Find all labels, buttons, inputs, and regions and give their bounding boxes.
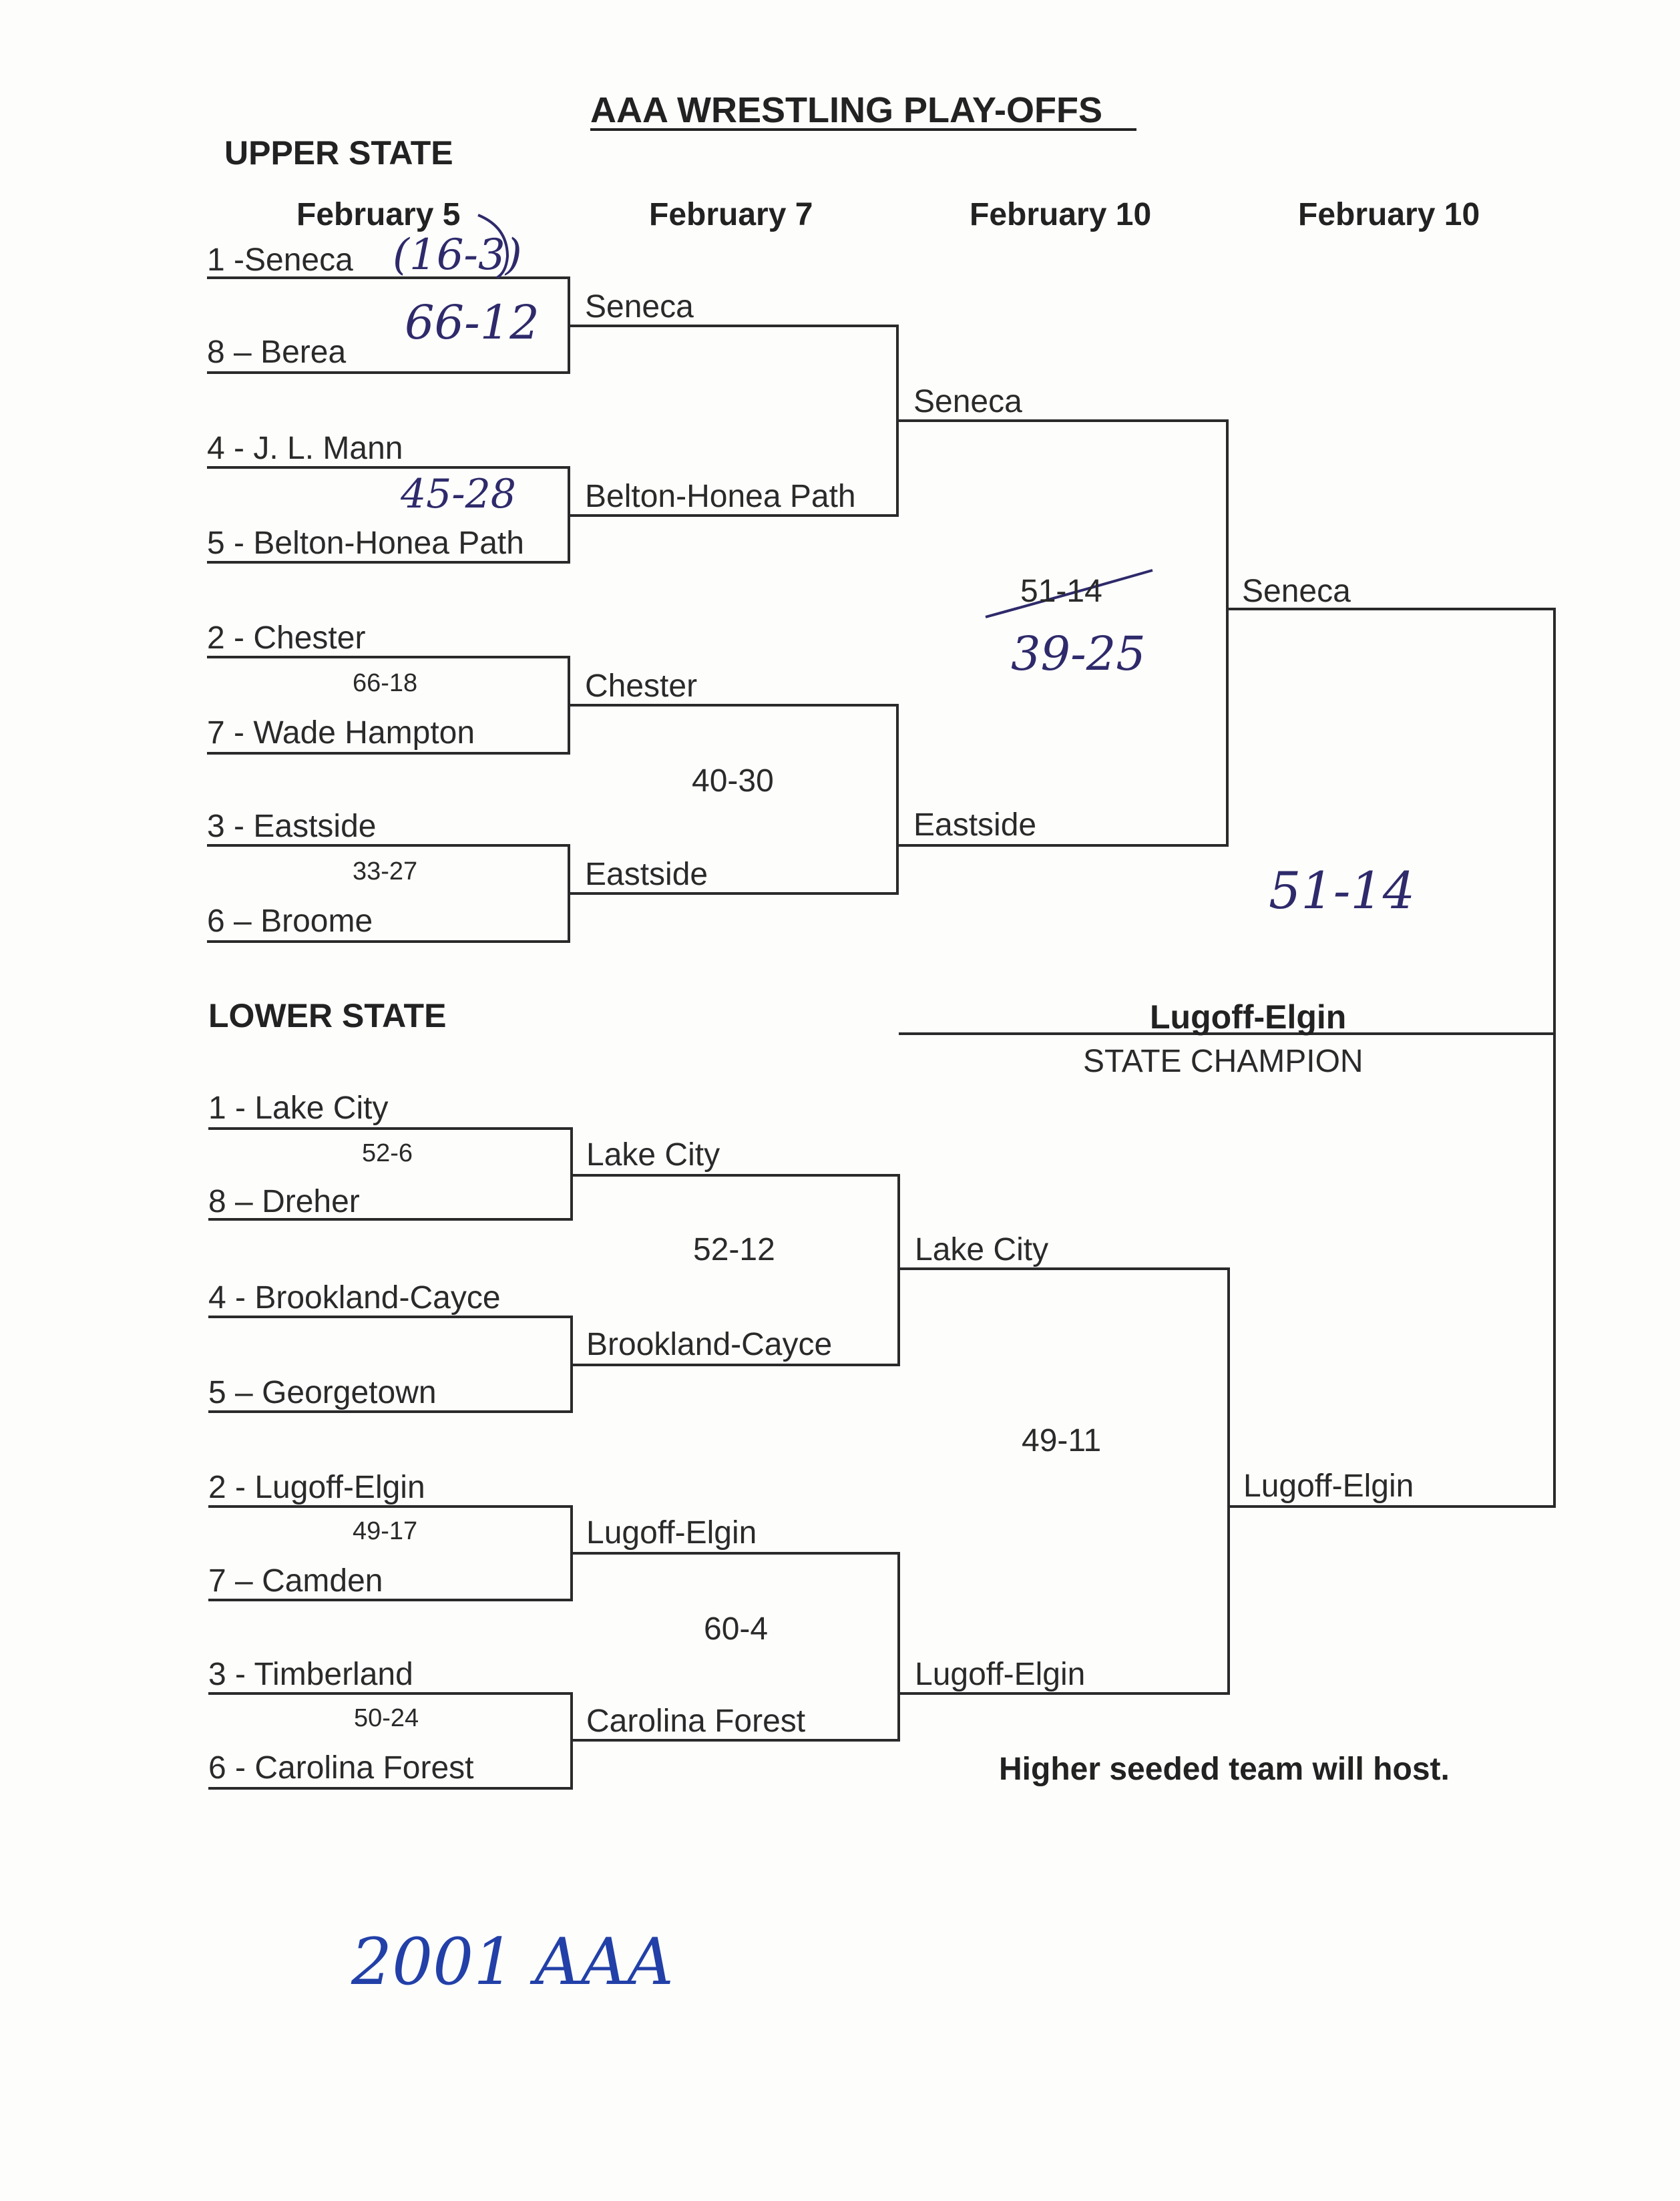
upper-sf-winner-2: Eastside xyxy=(913,807,1037,843)
lower-r2-winner-2: Brookland-Cayce xyxy=(586,1327,833,1362)
upper-r1-m1-seed-b: 8 – Berea xyxy=(207,335,347,370)
lower-r1-m3-seed-a: 2 - Lugoff-Elgin xyxy=(208,1470,425,1505)
lower-sf-score: 49-11 xyxy=(1022,1423,1102,1458)
champion-label: STATE CHAMPION xyxy=(1083,1044,1363,1079)
section-upper-state: UPPER STATE xyxy=(224,134,453,172)
upper-r1-m3-seed-a: 2 - Chester xyxy=(207,620,366,656)
upper-r1-m4-seed-a: 3 - Eastside xyxy=(207,809,377,844)
final-score: 51-14 xyxy=(1269,861,1416,920)
upper-sf-score: 39-25 xyxy=(1011,626,1146,681)
upper-sf-score-struck: 51-14 xyxy=(1020,574,1102,609)
lower-r1-m3-score: 49-17 xyxy=(353,1517,418,1545)
lower-final-winner: Lugoff-Elgin xyxy=(1243,1468,1414,1504)
lower-r2-winner-1: Lake City xyxy=(586,1137,720,1173)
section-lower-state: LOWER STATE xyxy=(208,997,447,1034)
lower-r1-m4-score: 50-24 xyxy=(354,1704,419,1732)
lower-sf-winner-1: Lake City xyxy=(915,1232,1049,1267)
lower-r2-score-2: 60-4 xyxy=(704,1611,769,1647)
lower-r1-m4-seed-b: 6 - Carolina Forest xyxy=(208,1750,474,1786)
upper-r2-winner-3: Chester xyxy=(585,668,698,704)
upper-final-winner: Seneca xyxy=(1242,574,1351,609)
lower-r1-m2-seed-b: 5 – Georgetown xyxy=(208,1375,437,1410)
lower-sf-winner-2: Lugoff-Elgin xyxy=(915,1657,1086,1692)
lower-r1-m1-score: 52-6 xyxy=(362,1139,413,1167)
upper-r1-m4-seed-b: 6 – Broome xyxy=(207,904,373,939)
date-round-1: February 5 xyxy=(296,197,461,232)
strike-line xyxy=(985,569,1153,618)
upper-r1-m1-seed-a: 1 -Seneca xyxy=(207,242,353,278)
lower-r1-m1-seed-b: 8 – Dreher xyxy=(208,1184,360,1219)
upper-r1-m1-score: 66-12 xyxy=(405,295,540,350)
upper-r1-m2-seed-a: 4 - J. L. Mann xyxy=(207,431,403,466)
upper-r1-m4-score: 33-27 xyxy=(353,857,418,885)
upper-r1-m2-seed-b: 5 - Belton-Honea Path xyxy=(207,526,524,561)
lower-r1-m3-seed-b: 7 – Camden xyxy=(208,1563,383,1599)
upper-r2-score: 40-30 xyxy=(692,763,774,799)
upper-sf-winner-1: Seneca xyxy=(913,384,1022,419)
date-round-4: February 10 xyxy=(1298,197,1480,232)
footer-note: Higher seeded team will host. xyxy=(999,1752,1450,1787)
lower-r2-score-1: 52-12 xyxy=(693,1232,775,1267)
upper-r1-m2-score: 45-28 xyxy=(401,471,516,518)
date-round-2: February 7 xyxy=(649,197,813,232)
page-title: AAA WRESTLING PLAY-OFFS xyxy=(590,90,1103,130)
lower-r1-m2-seed-a: 4 - Brookland-Cayce xyxy=(208,1280,501,1316)
date-round-3: February 10 xyxy=(970,197,1152,232)
lower-r1-m4-seed-a: 3 - Timberland xyxy=(208,1657,413,1692)
upper-r1-m3-score: 66-18 xyxy=(353,669,418,697)
upper-r2-winner-4: Eastside xyxy=(585,857,708,892)
upper-r2-winner-2: Belton-Honea Path xyxy=(585,479,856,514)
champion-name: Lugoff-Elgin xyxy=(1150,998,1347,1036)
upper-r2-winner-1: Seneca xyxy=(585,289,694,325)
upper-r1-m3-seed-b: 7 - Wade Hampton xyxy=(207,715,475,751)
handwritten-year-label: 2001 AAA xyxy=(351,1925,674,1999)
lower-r2-winner-4: Carolina Forest xyxy=(586,1704,806,1739)
lower-r2-winner-3: Lugoff-Elgin xyxy=(586,1515,757,1551)
lower-r1-m1-seed-a: 1 - Lake City xyxy=(208,1090,389,1126)
upper-r1-m1-note: (16-3) xyxy=(393,230,522,280)
